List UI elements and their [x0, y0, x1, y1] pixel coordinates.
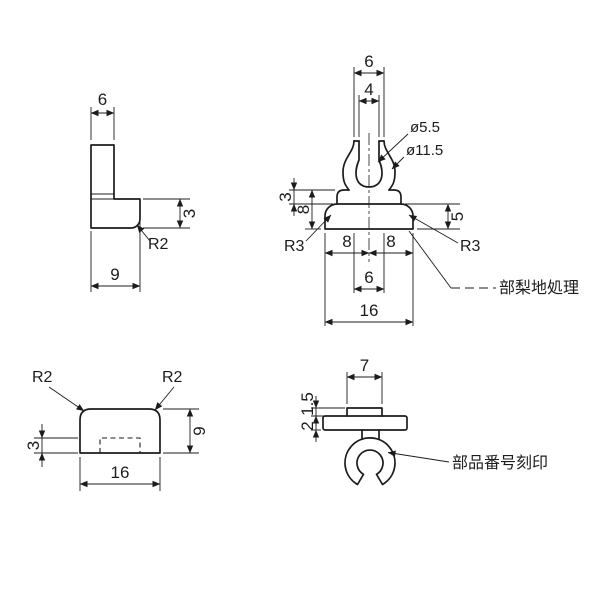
side-width-top-dim: 6	[98, 90, 107, 109]
top-view-stem-outline	[361, 429, 380, 441]
top-view: 7 1.5 2 部品番号刻印	[298, 356, 548, 486]
boss-width-dim: 7	[360, 356, 369, 375]
plan-overall-width-dim: 16	[111, 463, 130, 482]
front-view-extension-lines	[289, 67, 460, 326]
lip-height-dim: 3	[276, 192, 295, 201]
front-view-fork-outline	[342, 140, 396, 191]
plan-step-height-dim: 3	[24, 441, 43, 450]
front-view-leader-lines	[305, 133, 459, 289]
side-view: 6 3 R2 9	[90, 90, 199, 292]
plan-view-hidden-leg	[99, 437, 141, 453]
stamp-note-text: 部品番号刻印	[452, 454, 548, 472]
top-view-dimension-lines	[312, 373, 450, 463]
plan-depth-dim: 9	[190, 426, 209, 435]
boss-height-dim: 1.5	[298, 392, 317, 416]
top-view-boss-outline	[346, 407, 383, 417]
fork-slot-width-dim: 4	[364, 80, 373, 99]
side-view-outline	[90, 144, 141, 229]
plan-view: R2 R2 3 9 16	[24, 369, 209, 491]
front-view-plate-outline	[324, 203, 414, 230]
fork-outer-width-dim: 6	[364, 52, 373, 71]
side-flange-length-dim: 9	[110, 265, 119, 284]
plan-view-outline	[79, 408, 161, 454]
half-width-left-dim: 8	[342, 232, 351, 251]
side-view-step-lines	[91, 193, 114, 200]
front-view-dimension-lines	[290, 69, 452, 326]
plan-radius-right-label: R2	[162, 369, 183, 386]
stem-width-dim: 6	[364, 268, 373, 287]
top-view-claw-outline	[344, 437, 396, 486]
front-radius-right-label: R3	[460, 238, 481, 255]
finish-note-text: 部梨地処理	[499, 279, 579, 297]
front-view: 6 4 ø5.5 ø11.5 3 8 5 R3 R3 8 8 6 16 部梨地処…	[276, 52, 579, 326]
top-view-plate-outline	[322, 415, 408, 431]
shoulder-height-dim: 8	[294, 205, 313, 214]
top-view-extension-lines	[311, 372, 383, 431]
front-radius-left-label: R3	[284, 238, 305, 255]
side-corner-radius-label: R2	[148, 236, 169, 253]
half-width-right-dim: 8	[386, 232, 395, 251]
side-flange-thickness-dim: 3	[180, 209, 199, 218]
inner-diameter-label: ø5.5	[410, 119, 440, 136]
plate-height-dim: 5	[448, 212, 467, 221]
plan-view-dimension-lines	[38, 386, 194, 488]
plan-radius-left-label: R2	[32, 369, 53, 386]
side-view-dimension-lines	[90, 109, 184, 290]
side-view-extension-lines	[90, 107, 190, 292]
front-overall-width-dim: 16	[360, 301, 379, 320]
outer-diameter-label: ø11.5	[406, 142, 443, 159]
plate-thickness-dim: 2	[298, 421, 317, 430]
front-view-shoulder-outline	[336, 189, 402, 205]
